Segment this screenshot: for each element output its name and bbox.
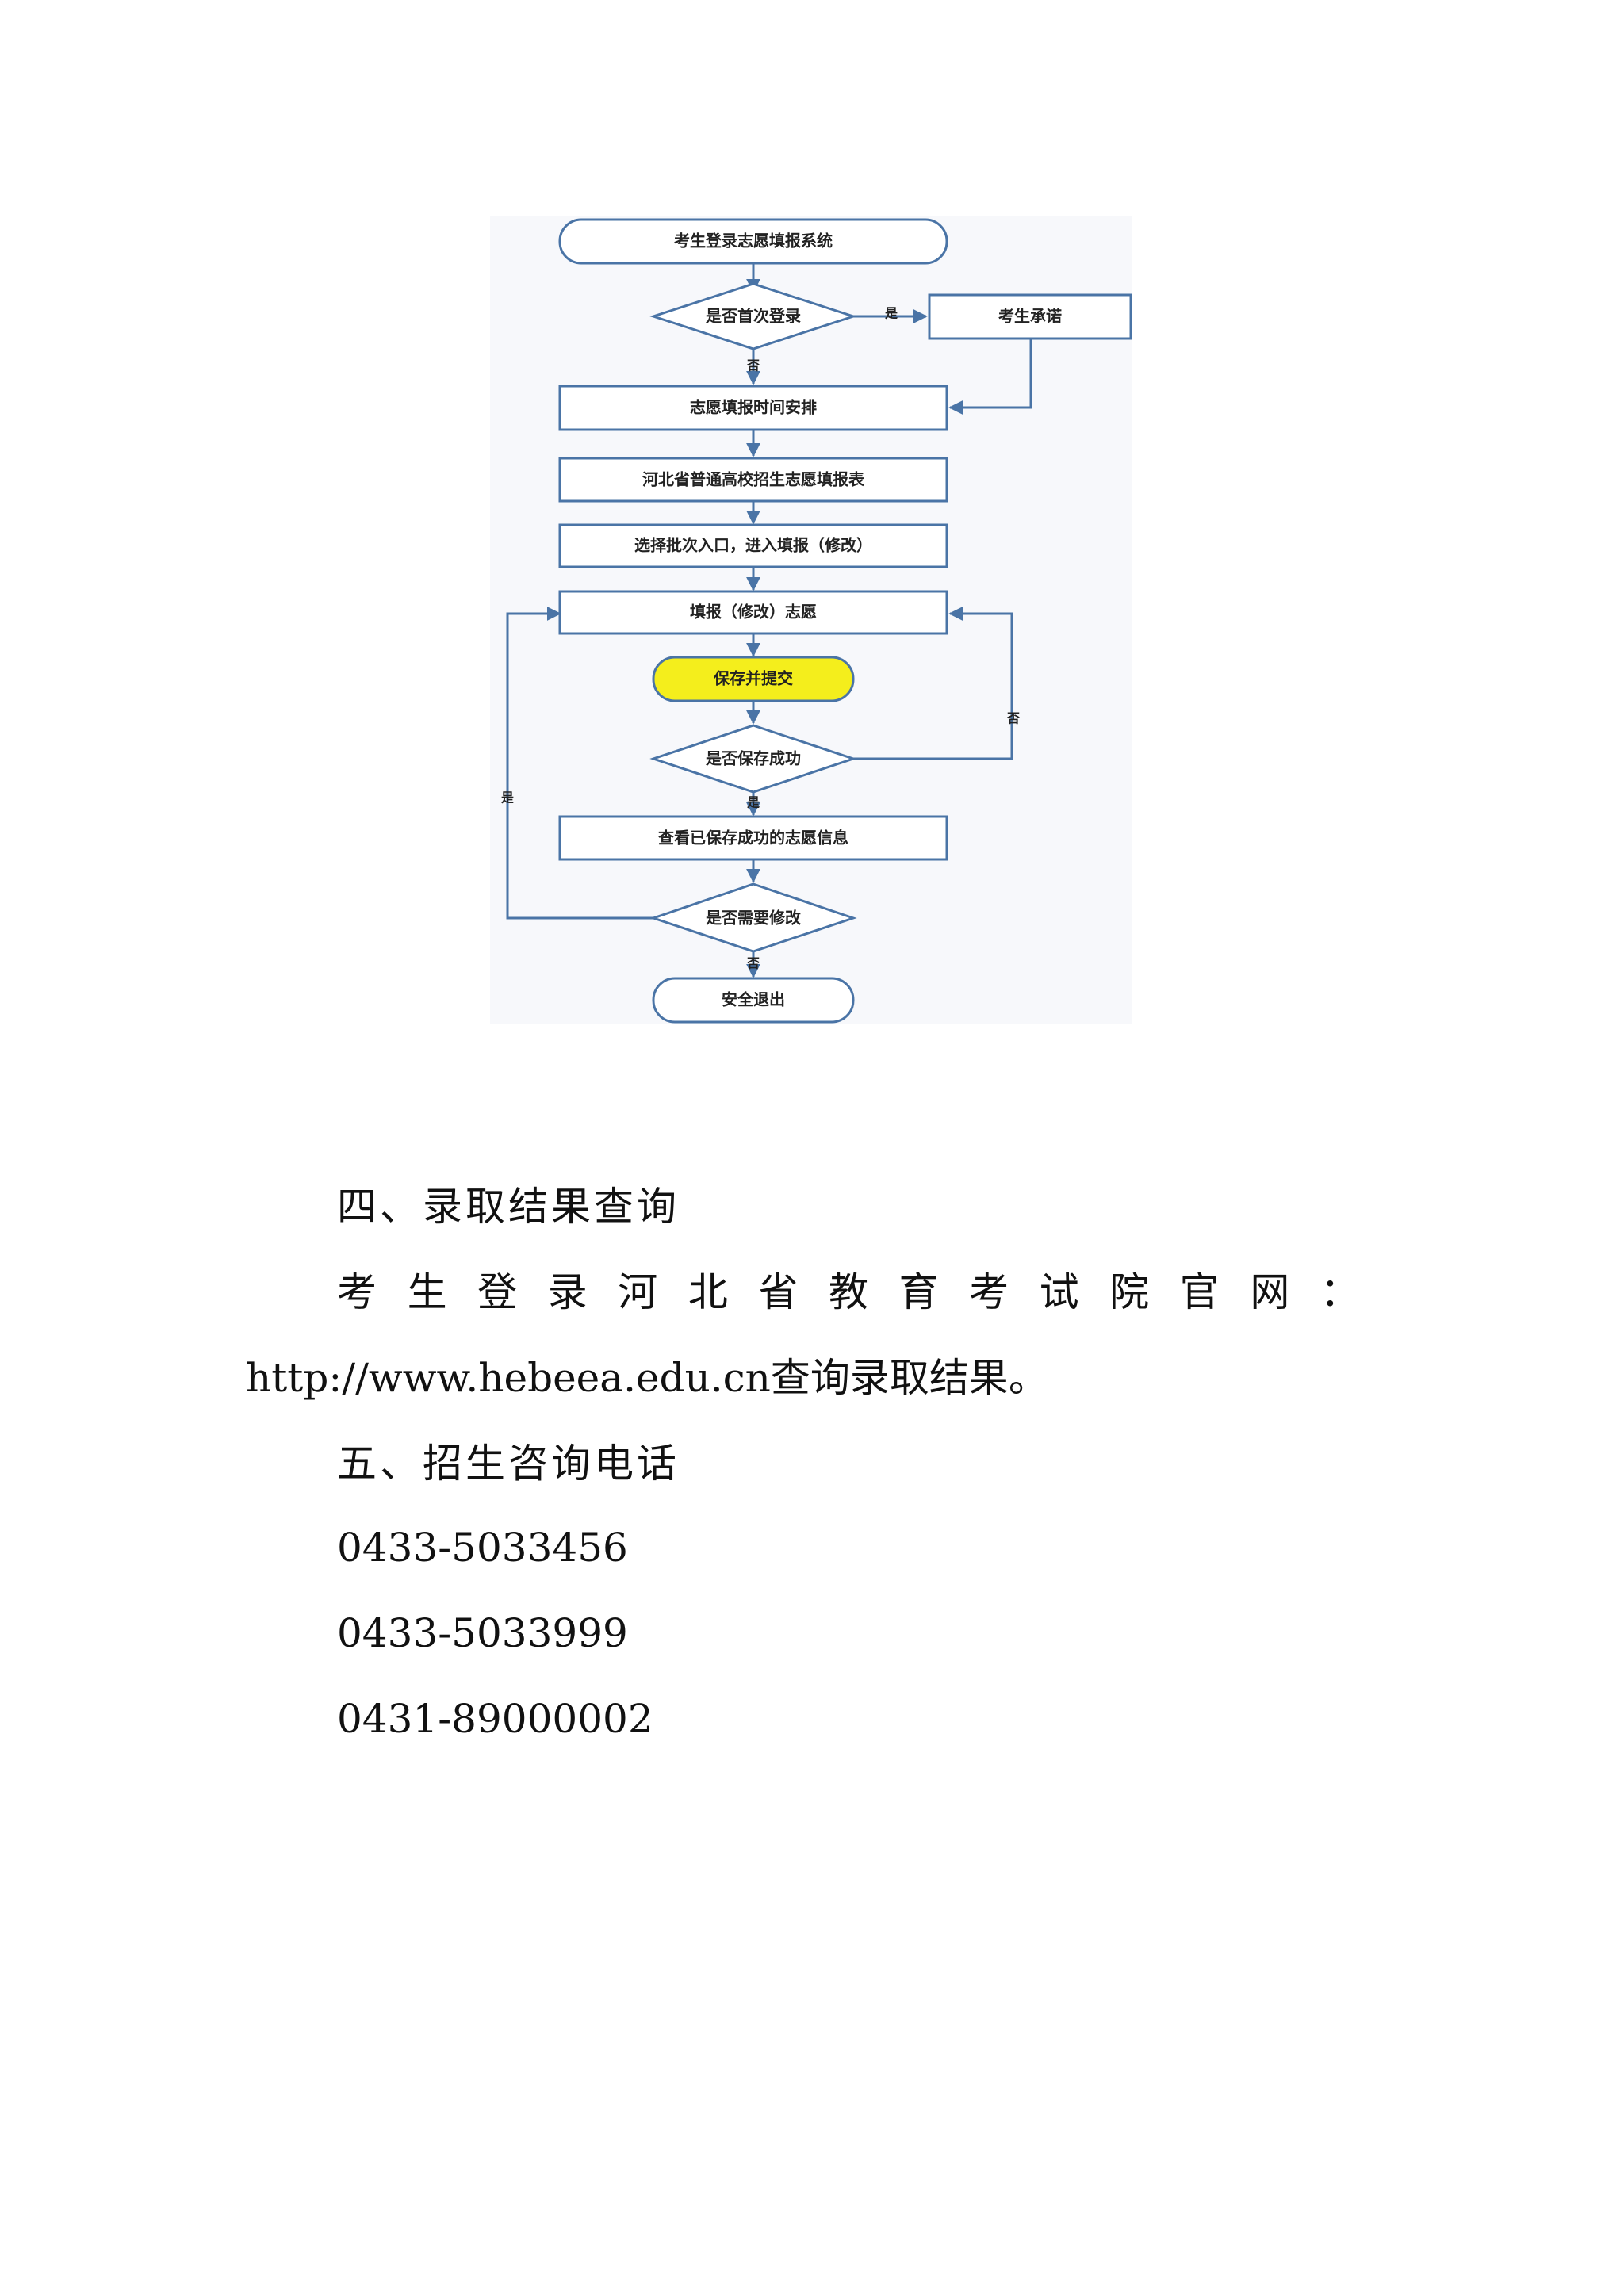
phone-number: 0431-89000002 xyxy=(337,1696,653,1742)
section4-line1-char: 网 xyxy=(1250,1269,1290,1315)
flow-node-schedule: 志愿填报时间安排 xyxy=(558,385,948,431)
section4-line1-char: 育 xyxy=(898,1269,939,1315)
flow-node-view-label: 查看已保存成功的志愿信息 xyxy=(658,828,848,848)
flow-decision-need-modify-label: 是否需要修改 xyxy=(705,909,802,928)
phone-number: 0433-5033999 xyxy=(337,1610,628,1656)
edge-label-first-no: 否 xyxy=(746,358,760,373)
flow-decision-need-modify: 是否需要修改 xyxy=(649,882,857,953)
section4-line1-char: 河 xyxy=(618,1269,658,1315)
section4-line1-char: 官 xyxy=(1179,1269,1220,1315)
flow-decision-first-login-label: 是否首次登录 xyxy=(705,307,801,326)
flow-decision-saved-ok-label: 是否保存成功 xyxy=(705,749,801,768)
flow-node-choose: 选择批次入口，进入填报（修改） xyxy=(558,523,948,568)
admission-flowchart: 考生登录志愿填报系统 是否首次登录 考生承诺 志愿填报时间安排 河北省普通高校招… xyxy=(490,216,1132,1024)
flow-node-fill: 填报（修改）志愿 xyxy=(558,590,948,635)
flow-node-schedule-label: 志愿填报时间安排 xyxy=(690,398,817,417)
edge-label-save-no: 否 xyxy=(1006,711,1020,726)
section4-line1-char: 北 xyxy=(688,1269,728,1315)
section4-heading: 四、录取结果查询 xyxy=(337,1184,680,1230)
flow-node-choose-label: 选择批次入口，进入填报（修改） xyxy=(634,536,872,555)
flow-decision-first-login: 是否首次登录 xyxy=(649,282,857,350)
flow-node-start-label: 考生登录志愿填报系统 xyxy=(674,232,833,251)
flow-node-start: 考生登录志愿填报系统 xyxy=(558,218,948,265)
flow-node-view: 查看已保存成功的志愿信息 xyxy=(558,815,948,861)
flow-node-fill-label: 填报（修改）志愿 xyxy=(690,603,817,622)
flow-node-pledge-label: 考生承诺 xyxy=(998,307,1062,326)
section4-line1-char: 考 xyxy=(337,1269,377,1315)
flow-node-exit-label: 安全退出 xyxy=(722,990,785,1009)
flow-node-form: 河北省普通高校招生志愿填报表 xyxy=(558,457,948,503)
section4-line1: 考 生 登 录 河 北 省 教 育 考 试 院 官 网 ： xyxy=(337,1269,1360,1316)
flow-node-form-label: 河北省普通高校招生志愿填报表 xyxy=(642,470,865,489)
section5-heading: 五、招生咨询电话 xyxy=(337,1441,680,1487)
section4-line1-char: 录 xyxy=(547,1269,588,1315)
edge-label-save-yes: 是 xyxy=(746,795,760,810)
section4-line1-char: 省 xyxy=(758,1269,799,1315)
flow-node-exit: 安全退出 xyxy=(652,977,855,1024)
edge-label-modify-yes: 是 xyxy=(500,790,514,806)
section4-line1-char: 考 xyxy=(969,1269,1009,1315)
section4-line1-char: 教 xyxy=(828,1269,868,1315)
flow-connectors xyxy=(506,263,1032,978)
section4-line1-char: 生 xyxy=(407,1269,447,1315)
flow-node-save-label: 保存并提交 xyxy=(713,669,793,688)
section4-line1-char: 院 xyxy=(1109,1269,1150,1315)
section4-line1-char: 试 xyxy=(1039,1269,1079,1315)
flow-node-pledge: 考生承诺 xyxy=(928,293,1132,340)
edge-label-modify-no: 否 xyxy=(746,956,760,971)
flow-node-save: 保存并提交 xyxy=(652,656,855,702)
section4-line1-char: ： xyxy=(1320,1269,1360,1315)
section4-url-line: http://www.hebeea.edu.cn查询录取结果。 xyxy=(246,1355,1048,1401)
edge-label-first-yes: 是 xyxy=(884,306,898,321)
section4-line1-char: 登 xyxy=(477,1269,518,1315)
phone-number: 0433-5033456 xyxy=(337,1525,628,1571)
flow-decision-saved-ok: 是否保存成功 xyxy=(649,724,857,794)
